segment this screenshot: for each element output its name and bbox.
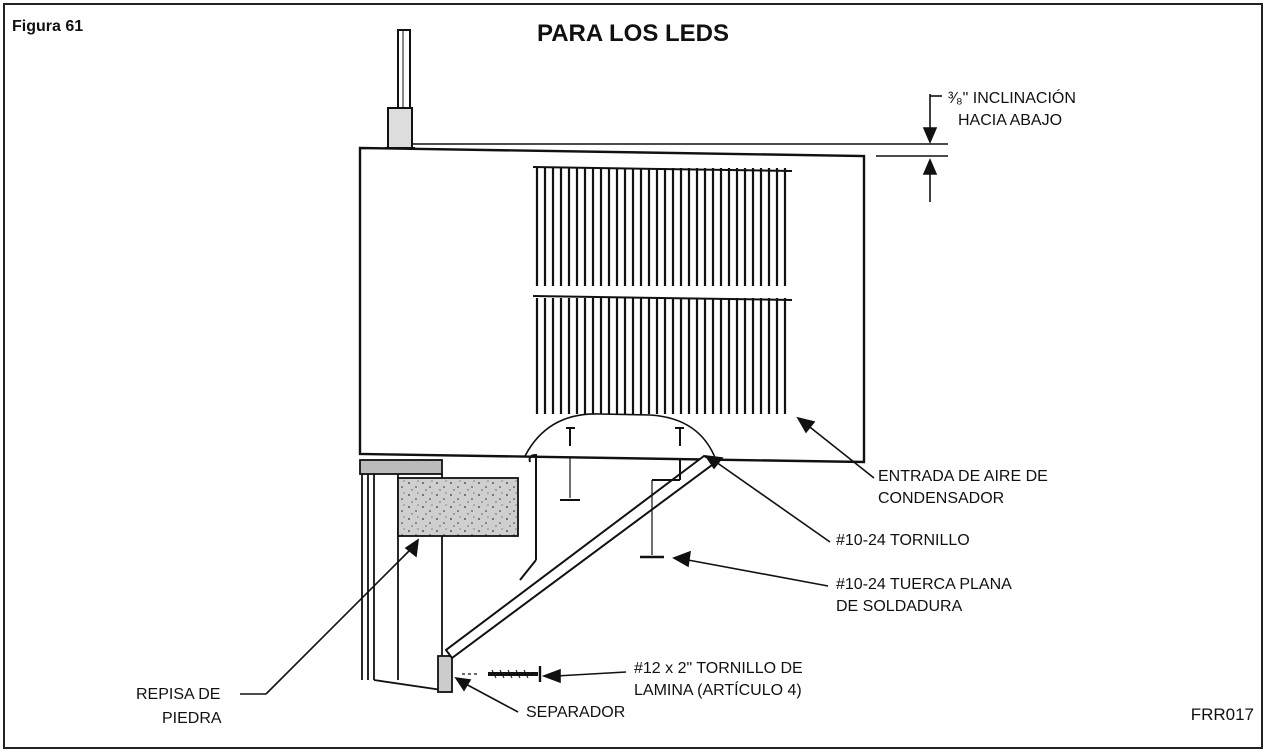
nut-label-line2: DE SOLDADURA [836, 598, 963, 615]
upper-louvers [532, 166, 793, 286]
sheet-screw-label-line2: LAMINA (ARTÍCULO 4) [634, 682, 802, 699]
lower-louvers [532, 295, 793, 414]
figure-label: Figura 61 [12, 18, 84, 35]
bracket-screws [560, 427, 684, 501]
condenser-label-line1: ENTRADA DE AIRE DE [878, 468, 1048, 485]
inclination-dimension [412, 94, 948, 202]
figure-frame [3, 3, 1263, 749]
leader-lines [240, 416, 875, 713]
wall-and-ledge [359, 459, 519, 693]
ledge-label-line1: REPISA DE [136, 686, 221, 703]
inclination-label-line2: HACIA ABAJO [958, 112, 1063, 129]
screw-label: #10-24 TORNILLO [836, 532, 970, 549]
nut-label-line1: #10-24 TUERCA PLANA [836, 576, 1012, 593]
ledge-label-line2: PIEDRA [162, 710, 222, 727]
sheet-metal-screw [462, 666, 542, 682]
inclination-label-line1: ³⁄₈" INCLINACIÓN [948, 90, 1076, 107]
condenser-label-line2: CONDENSADOR [878, 490, 1005, 507]
sheet-screw-label-line1: #12 x 2" TORNILLO DE [634, 660, 803, 677]
figure-title: PARA LOS LEDS [537, 20, 730, 47]
spacer-label: SEPARADOR [526, 704, 626, 721]
bracket-arc [524, 413, 717, 461]
figure-code: FRR017 [1190, 705, 1254, 724]
support-bracket [444, 453, 718, 660]
